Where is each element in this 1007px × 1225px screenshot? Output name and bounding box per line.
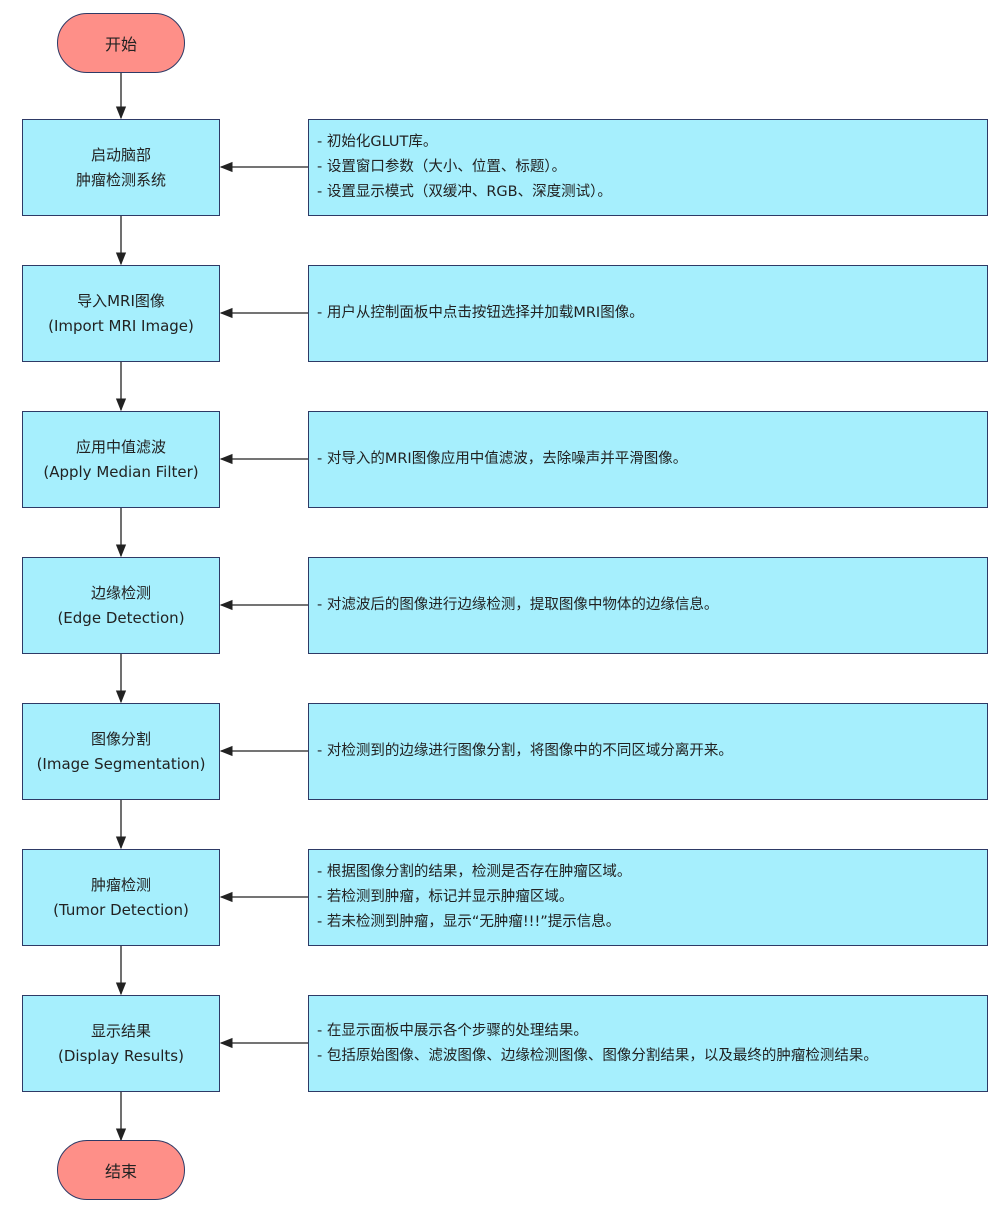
step-title: 启动脑部 bbox=[90, 145, 151, 164]
process-step: 应用中值滤波 (Apply Median Filter) bbox=[22, 411, 220, 508]
step-note: - 根据图像分割的结果，检测是否存在肿瘤区域。 - 若检测到肿瘤，标记并显示肿瘤区… bbox=[308, 849, 988, 946]
process-step: 导入MRI图像 (Import MRI Image) bbox=[22, 265, 220, 362]
step-subtitle: (Import MRI Image) bbox=[48, 316, 194, 335]
step-subtitle: (Image Segmentation) bbox=[36, 754, 206, 773]
note-line: - 若未检测到肿瘤，显示“无肿瘤!!!”提示信息。 bbox=[317, 914, 621, 930]
step-note: - 对滤波后的图像进行边缘检测，提取图像中物体的边缘信息。 bbox=[308, 557, 988, 654]
step-note: - 初始化GLUT库。 - 设置窗口参数（大小、位置、标题）。 - 设置显示模式（双… bbox=[308, 119, 988, 216]
process-step: 图像分割 (Image Segmentation) bbox=[22, 703, 220, 800]
note-line: - 在显示面板中展示各个步骤的处理结果。 bbox=[317, 1022, 588, 1039]
process-step: 显示结果 (Display Results) bbox=[22, 995, 220, 1092]
end-terminal: 结束 bbox=[57, 1140, 185, 1200]
note-line: - 根据图像分割的结果，检测是否存在肿瘤区域。 bbox=[317, 864, 632, 880]
process-step: 肿瘤检测 (Tumor Detection) bbox=[22, 849, 220, 946]
note-line: - 包括原始图像、滤波图像、边缘检测图像、图像分割结果，以及最终的肿瘤检测结果。 bbox=[317, 1047, 878, 1064]
step-title: 边缘检测 bbox=[90, 583, 151, 602]
start-terminal: 开始 bbox=[57, 13, 185, 73]
step-note: - 对导入的MRI图像应用中值滤波，去除噪声并平滑图像。 bbox=[308, 411, 988, 508]
step-note: - 用户从控制面板中点击按钮选择并加载MRI图像。 bbox=[308, 265, 988, 362]
process-step: 启动脑部肿瘤检测系统 bbox=[22, 119, 220, 216]
note-line: - 对检测到的边缘进行图像分割，将图像中的不同区域分离开来。 bbox=[317, 743, 733, 759]
step-title: 应用中值滤波 bbox=[75, 437, 166, 456]
note-line: - 对滤波后的图像进行边缘检测，提取图像中物体的边缘信息。 bbox=[317, 597, 719, 613]
step-subtitle: (Tumor Detection) bbox=[53, 900, 189, 919]
step-note: - 在显示面板中展示各个步骤的处理结果。 - 包括原始图像、滤波图像、边缘检测图像… bbox=[308, 995, 988, 1092]
step-subtitle: 肿瘤检测系统 bbox=[75, 170, 166, 189]
note-line: - 对导入的MRI图像应用中值滤波，去除噪声并平滑图像。 bbox=[317, 451, 688, 467]
step-title: 图像分割 bbox=[90, 729, 151, 748]
note-line: - 用户从控制面板中点击按钮选择并加载MRI图像。 bbox=[317, 305, 644, 321]
note-line: - 设置显示模式（双缓冲、RGB、深度测试）。 bbox=[317, 184, 612, 200]
process-step: 边缘检测 (Edge Detection) bbox=[22, 557, 220, 654]
step-note: - 对检测到的边缘进行图像分割，将图像中的不同区域分离开来。 bbox=[308, 703, 988, 800]
step-title: 导入MRI图像 bbox=[77, 291, 165, 310]
note-line: - 设置窗口参数（大小、位置、标题）。 bbox=[317, 159, 567, 175]
step-subtitle: (Apply Median Filter) bbox=[43, 462, 199, 481]
step-subtitle: (Display Results) bbox=[58, 1046, 184, 1065]
step-title: 肿瘤检测 bbox=[90, 875, 151, 894]
step-subtitle: (Edge Detection) bbox=[57, 608, 185, 627]
step-title: 显示结果 bbox=[90, 1021, 151, 1040]
note-line: - 若检测到肿瘤，标记并显示肿瘤区域。 bbox=[317, 889, 574, 905]
note-line: - 初始化GLUT库。 bbox=[317, 134, 438, 150]
